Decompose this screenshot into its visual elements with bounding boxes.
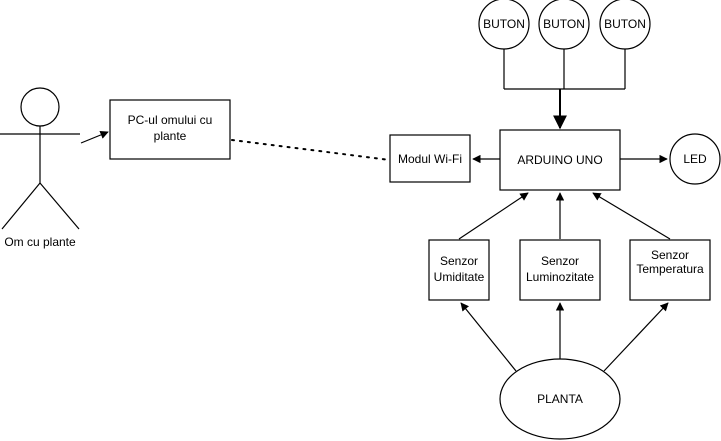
button-label-2: BUTON — [543, 17, 585, 31]
wifi-label: Modul Wi-Fi — [398, 152, 462, 166]
button-node-2: BUTON — [538, 0, 590, 50]
button-label-1: BUTON — [483, 17, 525, 31]
button-node-3: BUTON — [599, 0, 651, 50]
humidity-to-arduino-arrow — [458, 192, 529, 240]
led-label: LED — [683, 152, 707, 166]
actor-om-cu-plante: Om cu plante — [0, 87, 80, 249]
button-node-1: BUTON — [478, 0, 530, 50]
sensor-temp-line1: Senzor — [651, 248, 689, 262]
sensor-light-node: Senzor Luminozitate — [519, 239, 601, 301]
sensor-humidity-line1: Senzor — [440, 254, 478, 268]
plant-to-humidity-arrow — [460, 302, 517, 372]
arduino-label: ARDUINO UNO — [517, 153, 602, 167]
wifi-module-node: Modul Wi-Fi — [389, 134, 471, 183]
sensor-temp-line2: Temperatura — [636, 262, 704, 276]
pc-node: PC-ul omului cu plante — [109, 99, 231, 160]
sensor-temperature-node: Senzor Temperatura — [629, 239, 711, 301]
buttons-bus — [503, 49, 626, 130]
led-node: LED — [669, 133, 721, 185]
plant-node: PLANTA — [499, 358, 621, 440]
sensor-light-line1: Senzor — [541, 254, 579, 268]
sensor-humidity-node: Senzor Umiditate — [428, 239, 490, 301]
plant-label: PLANTA — [537, 392, 583, 406]
actor-head — [20, 87, 60, 127]
sensor-humidity-line2: Umiditate — [434, 270, 485, 284]
sensor-light-line2: Luminozitate — [526, 270, 594, 284]
actor-to-pc-arrow — [80, 130, 109, 144]
arduino-node: ARDUINO UNO — [499, 129, 621, 191]
plant-to-temperature-arrow — [603, 302, 669, 372]
actor-label: Om cu plante — [4, 235, 76, 249]
temperature-to-arduino-arrow — [592, 192, 671, 240]
button-label-3: BUTON — [604, 17, 646, 31]
pc-label-line2: plante — [154, 129, 187, 143]
pc-label-line1: PC-ul omului cu — [128, 113, 213, 127]
pc-wifi-dotted-link — [231, 139, 391, 161]
